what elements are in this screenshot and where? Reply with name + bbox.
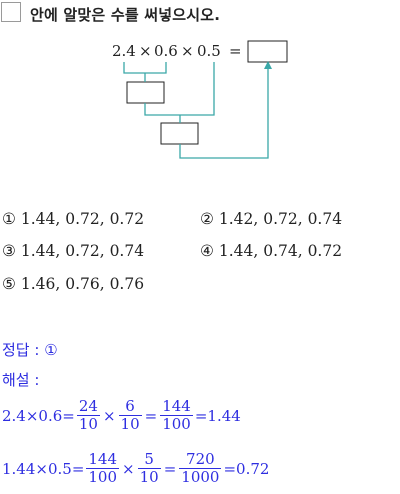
question-checkbox bbox=[1, 2, 21, 22]
choice-5[interactable]: ⑤ 1.46, 0.76, 0.76 bbox=[2, 275, 144, 293]
eq2-lhs: 1.44×0.5= bbox=[2, 459, 85, 478]
eq2-times: × bbox=[122, 459, 135, 478]
eq1-equals: = bbox=[144, 406, 158, 425]
calculation-diagram: 2.4 × 0.6 × 0.5 = bbox=[112, 40, 288, 159]
answer-line: 정답 : ① bbox=[2, 339, 58, 360]
eq1-times: × bbox=[102, 406, 116, 425]
explanation-equation-1: 2.4×0.6= 24 10 × 6 10 = 144 100 =1.44 bbox=[2, 397, 241, 434]
expr-num-1: 2.4 bbox=[112, 42, 136, 60]
choice-1[interactable]: ① 1.44, 0.72, 0.72 bbox=[2, 210, 144, 228]
expr-equals: = bbox=[229, 42, 242, 60]
eq1-fraction-2: 6 10 bbox=[118, 397, 142, 434]
choice-4[interactable]: ④ 1.44, 0.74, 0.72 bbox=[200, 242, 342, 260]
choice-5-text: 1.46, 0.76, 0.76 bbox=[20, 275, 145, 293]
eq2-fraction-2: 5 10 bbox=[137, 450, 161, 487]
answer-label: 정답 : bbox=[2, 341, 40, 359]
explanation-equation-2: 1.44×0.5= 144 100 × 5 10 = 720 1000 =0.7… bbox=[2, 450, 270, 487]
explanation-label: 해설 : bbox=[2, 371, 40, 389]
eq2-equals: = bbox=[163, 459, 177, 478]
expr-op-1: × bbox=[139, 42, 152, 60]
expr-num-3: 0.5 bbox=[197, 42, 221, 60]
arrow-head-icon bbox=[264, 61, 272, 69]
choice-3[interactable]: ③ 1.44, 0.72, 0.74 bbox=[2, 242, 144, 260]
eq1-fraction-3: 144 100 bbox=[160, 397, 193, 434]
eq2-fraction-1: 144 100 bbox=[86, 450, 120, 487]
question-instruction: 안에 알맞은 수를 써넣으시오. bbox=[30, 6, 221, 24]
choice-4-number: ④ bbox=[200, 242, 214, 260]
choice-2-number: ② bbox=[200, 210, 214, 228]
answer-box-2[interactable] bbox=[160, 122, 199, 145]
choice-3-number: ③ bbox=[2, 242, 16, 260]
eq2-result: =0.72 bbox=[223, 459, 270, 478]
bracket-first-product bbox=[123, 62, 167, 74]
choice-1-text: 1.44, 0.72, 0.72 bbox=[20, 210, 145, 228]
answer-value: ① bbox=[44, 341, 58, 359]
answer-box-1[interactable] bbox=[126, 81, 165, 104]
eq1-lhs: 2.4×0.6= bbox=[2, 406, 75, 425]
eq2-fraction-3: 720 1000 bbox=[179, 450, 222, 487]
expr-op-2: × bbox=[181, 42, 194, 60]
choice-2[interactable]: ② 1.42, 0.72, 0.74 bbox=[200, 210, 342, 228]
expr-num-2: 0.6 bbox=[154, 42, 178, 60]
choice-4-text: 1.44, 0.74, 0.72 bbox=[218, 242, 343, 260]
choice-1-number: ① bbox=[2, 210, 16, 228]
eq1-fraction-1: 24 10 bbox=[76, 397, 100, 434]
final-answer-box[interactable] bbox=[247, 40, 288, 63]
choice-2-text: 1.42, 0.72, 0.74 bbox=[218, 210, 343, 228]
connector-to-result bbox=[179, 66, 269, 159]
choice-5-number: ⑤ bbox=[2, 275, 16, 293]
choice-3-text: 1.44, 0.72, 0.74 bbox=[20, 242, 145, 260]
eq1-result: =1.44 bbox=[194, 406, 241, 425]
